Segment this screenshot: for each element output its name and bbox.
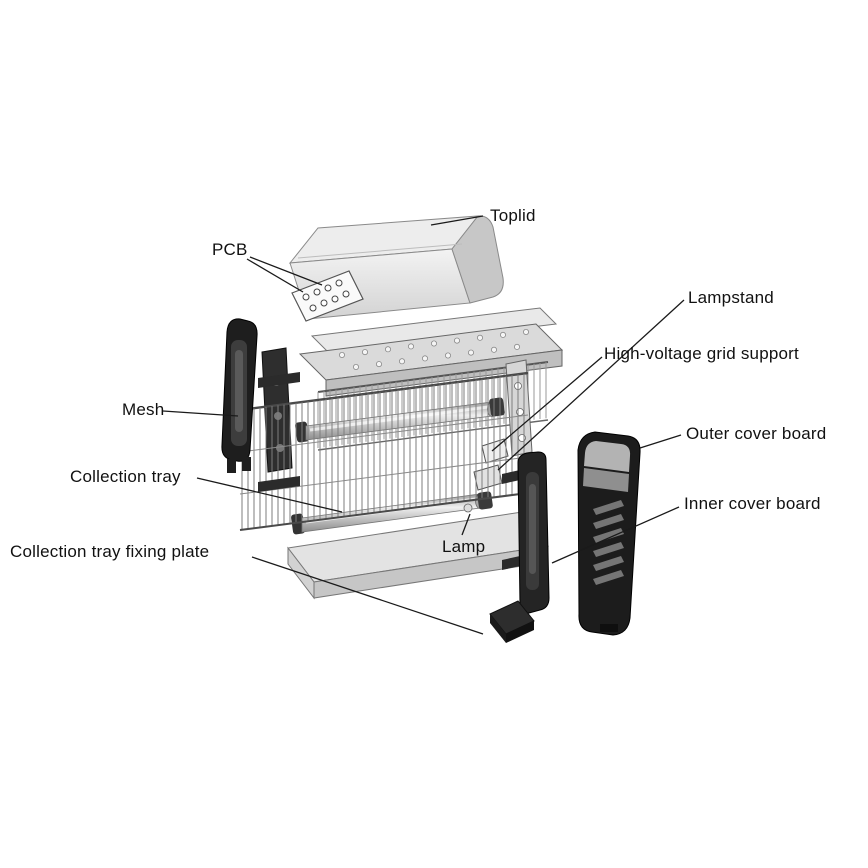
leader-lampstand: [497, 299, 685, 471]
leader-pcb-1: [246, 258, 304, 293]
fixing-plate-part: [489, 600, 535, 643]
label-pcb: PCB: [212, 240, 248, 259]
label-toplid: Toplid: [490, 206, 536, 225]
collection-tray-part: [287, 511, 549, 600]
frame-tabs-left-part: [258, 372, 300, 492]
label-high-voltage-grid-support: High-voltage grid support: [604, 344, 799, 363]
label-outer-cover-board: Outer cover board: [686, 424, 827, 443]
inner-cover-board-part: [502, 451, 550, 614]
leader-fixing-plate: [251, 556, 484, 635]
leader-lamp: [461, 513, 471, 536]
leader-collection-tray: [196, 477, 343, 513]
outer-cover-board-part: [577, 431, 641, 636]
label-lampstand: Lampstand: [688, 288, 774, 307]
label-mesh: Mesh: [122, 400, 165, 419]
mesh-part: [239, 371, 529, 531]
leader-inner-cover-board: [551, 506, 680, 564]
chassis-part: [298, 307, 564, 397]
leader-pcb-2: [249, 256, 323, 286]
label-collection-tray-fixing-plate: Collection tray fixing plate: [10, 542, 210, 561]
leader-mesh: [162, 410, 239, 417]
leader-toplid: [430, 215, 484, 226]
leader-lines: [162, 215, 685, 635]
pcb-part: [291, 270, 364, 322]
label-collection-tray: Collection tray: [70, 467, 181, 486]
label-lamp: Lamp: [442, 537, 486, 556]
label-inner-cover-board: Inner cover board: [684, 494, 821, 513]
leader-hv-grid-support: [491, 356, 603, 452]
leader-outer-cover-board: [639, 434, 682, 449]
left-end-cap-part: [221, 318, 258, 473]
